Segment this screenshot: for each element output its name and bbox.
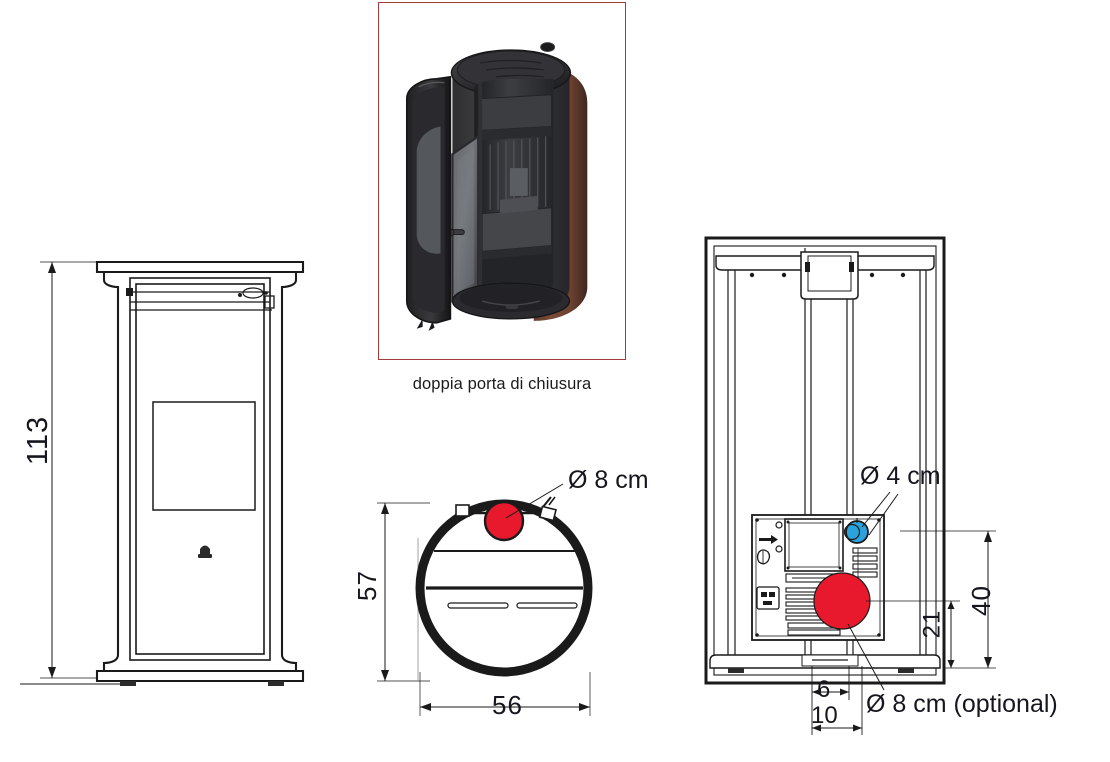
rear-feet: [728, 668, 914, 673]
stove-door-hinge: [478, 80, 483, 298]
rear-thermostat: [756, 549, 771, 565]
stove-side-top-handle: [238, 287, 268, 299]
dimension-label-40: 40: [965, 585, 996, 616]
dimension-label-113: 113: [22, 415, 55, 466]
rear-tech-panel: [751, 514, 885, 641]
stove-side-window: [152, 401, 256, 511]
dimension-6: [811, 666, 850, 735]
stove-side-latch-icon: [198, 545, 212, 558]
stove-outer-door-reflection: [416, 126, 441, 254]
dimension-10: [812, 666, 863, 735]
top-plan-view: [377, 483, 593, 716]
stove-side-door-frame: [129, 277, 271, 661]
stove-outer-door: [405, 75, 452, 331]
flue-outlet-top-marker: [483, 500, 525, 542]
dimension-label-57: 57: [351, 570, 382, 601]
stove-top-chords: [426, 550, 583, 590]
rear-terminal-block: [852, 547, 878, 578]
stove-burn-pot: [509, 168, 528, 196]
rear-airflow-arrow: [759, 535, 778, 544]
stove-side-top-rails: [126, 288, 275, 311]
product-photo-panel: [378, 2, 626, 360]
stove-top-bracket-tabs: [455, 496, 557, 522]
dimension-113: [40, 261, 112, 679]
rear-callout-leaders: [847, 491, 899, 691]
dimension-label-10: 10: [811, 702, 838, 729]
stove-flue-port: [540, 42, 556, 53]
stove-top-vent-slots: [447, 602, 578, 609]
callout-label-dia4-rear: Ø 4 cm: [860, 462, 941, 490]
callout-label-dia8-rear-optional: Ø 8 cm (optional): [866, 690, 1058, 718]
dimension-57: [377, 502, 430, 682]
dimension-21: [866, 600, 960, 668]
dimension-label-6: 6: [817, 676, 831, 703]
stove-inner-glass-door: [451, 134, 480, 303]
flue-outlet-rear-optional-marker: [814, 573, 870, 629]
product-photo: [379, 3, 625, 359]
dimension-label-21: 21: [918, 609, 946, 639]
stove-lid-grooves: [480, 59, 544, 78]
rear-elevation-view: [704, 236, 996, 735]
side-elevation-view: [20, 260, 305, 686]
rear-top-rivets: [749, 272, 906, 278]
dimension-label-56: 56: [492, 690, 523, 720]
dimension-40: [900, 530, 996, 669]
rear-bottom-rail: [709, 654, 941, 669]
dimension-56: [419, 672, 591, 716]
callout-leader-dia8-top: [505, 483, 564, 519]
rear-power-socket: [756, 586, 780, 610]
callout-label-dia8-top: Ø 8 cm: [568, 466, 649, 494]
stove-side-outline: [95, 260, 305, 683]
photo-caption: doppia porta di chiusura: [412, 375, 592, 393]
rear-mounting-bracket: [800, 251, 859, 300]
stove-side-feet: [120, 681, 284, 686]
